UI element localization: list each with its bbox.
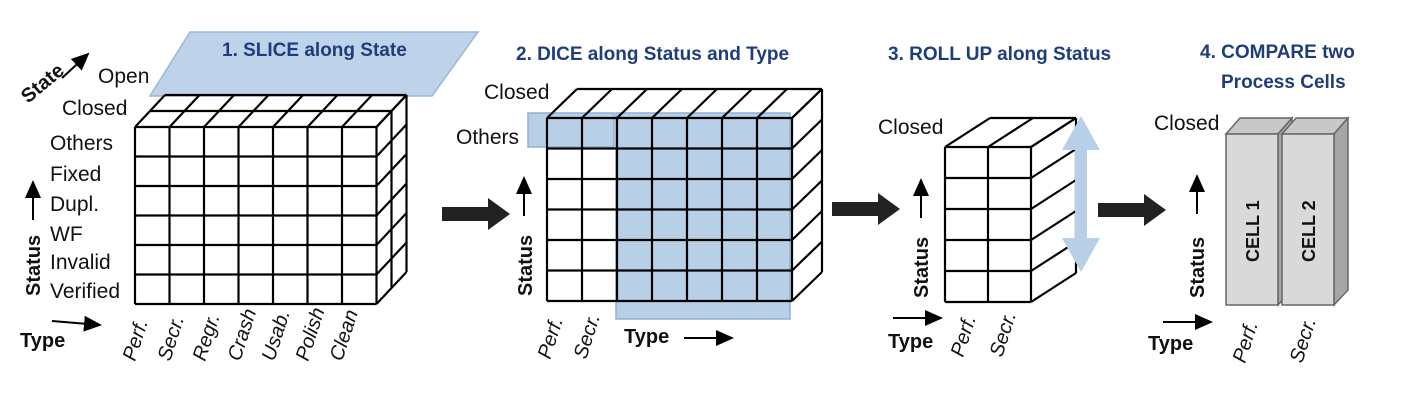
cube-edge: [791, 179, 823, 211]
type-perf-3: Perf.: [947, 313, 981, 360]
rollup-double-arrow-icon: [1062, 116, 1100, 272]
status-axis-label-3: Status: [911, 237, 933, 298]
type-axis-label-4: Type: [1148, 333, 1193, 355]
status-axis-label-2: Status: [515, 235, 537, 296]
status-dupl: Dupl.: [50, 193, 99, 216]
status-wf: WF: [50, 223, 83, 246]
type-secr-3: Secr.: [986, 309, 1021, 359]
type-axis-arrow-1: [51, 315, 102, 332]
type-usab-1: Usab.: [258, 307, 295, 363]
compare-title-line1: 4. COMPARE two: [1200, 42, 1355, 63]
cube-edge: [791, 240, 823, 272]
status-others: Others: [50, 132, 113, 155]
cube-edge: [721, 88, 753, 119]
dice-highlight-type-block: [615, 112, 791, 320]
cube-edge: [581, 88, 613, 119]
type-perf-4: Perf.: [1229, 319, 1263, 366]
status-invalid: Invalid: [50, 251, 111, 274]
cube-edge: [756, 88, 788, 119]
rollup-title: 3. ROLL UP along Status: [888, 44, 1111, 65]
transition-arrow-2: [832, 193, 900, 225]
status-verified: Verified: [50, 280, 120, 303]
cube-edge: [791, 88, 823, 119]
type-secr-4: Secr.: [1286, 315, 1321, 365]
type-axis-label-3: Type: [888, 331, 933, 353]
dice-state-closed: Closed: [484, 81, 549, 104]
transition-arrow-1: [442, 198, 510, 230]
process-cell-2: CELL 2: [1280, 116, 1350, 307]
slice-cube: [133, 93, 408, 306]
type-clean-1: Clean: [326, 307, 363, 364]
dice-title: 2. DICE along Status and Type: [516, 44, 789, 65]
cell-2-label: CELL 2: [1299, 200, 1319, 262]
type-axis-label-2: Type: [624, 326, 669, 348]
slice-title: 1. SLICE along State: [222, 40, 407, 61]
slice-plane: [148, 31, 480, 97]
status-axis-label-4: Status: [1187, 237, 1209, 298]
type-polish-1: Polish: [292, 305, 330, 364]
type-secr-2: Secr.: [570, 311, 605, 361]
type-perf-2: Perf.: [534, 315, 568, 362]
dice-status-others: Others: [456, 126, 519, 149]
state-axis-arrow: [61, 52, 90, 79]
cube-edge: [616, 88, 648, 119]
cube-edge: [944, 117, 991, 148]
cube-edge: [1030, 210, 1077, 241]
status-axis-label-1: Status: [23, 235, 45, 296]
rollup-panel: 3. ROLL UP along Status Closed Status Ty…: [878, 44, 1111, 360]
cube-edge: [651, 88, 683, 119]
cell-1-label: CELL 1: [1243, 200, 1263, 262]
cube-edge: [791, 149, 823, 180]
cube-edge: [1030, 117, 1077, 148]
cube-edge: [686, 88, 718, 119]
state-open: Open: [98, 65, 149, 88]
rollup-state-closed: Closed: [878, 116, 943, 139]
type-axis-label-1: Type: [20, 330, 65, 352]
status-fixed: Fixed: [50, 163, 101, 186]
rollup-cube: [943, 116, 1078, 304]
cube-edge: [987, 117, 1034, 148]
cube-edge: [791, 210, 823, 241]
compare-state-closed: Closed: [1154, 112, 1219, 135]
compare-title-line2: Process Cells: [1221, 72, 1346, 93]
type-secr-1: Secr.: [154, 313, 189, 363]
state-closed: Closed: [62, 97, 127, 120]
state-axis-label: State: [17, 60, 69, 108]
slice-panel: 1. SLICE along State State Open Closed O…: [17, 31, 480, 364]
dice-panel: 2. DICE along Status and Type Closed Oth…: [456, 44, 824, 362]
type-regr-1: Regr.: [189, 311, 225, 364]
type-crash-1: Crash: [224, 306, 261, 364]
cube-edge: [1030, 179, 1077, 210]
cube-edge: [791, 118, 823, 150]
type-perf-1: Perf.: [119, 317, 153, 364]
cube-edge: [546, 88, 578, 119]
cube-edge: [1030, 272, 1077, 303]
transition-arrow-3: [1098, 194, 1166, 226]
compare-panel: 4. COMPARE two Process Cells Closed CELL…: [1148, 42, 1355, 366]
dice-cube: [545, 87, 824, 303]
cube-edge: [1030, 148, 1077, 179]
cube-edge: [791, 271, 823, 302]
